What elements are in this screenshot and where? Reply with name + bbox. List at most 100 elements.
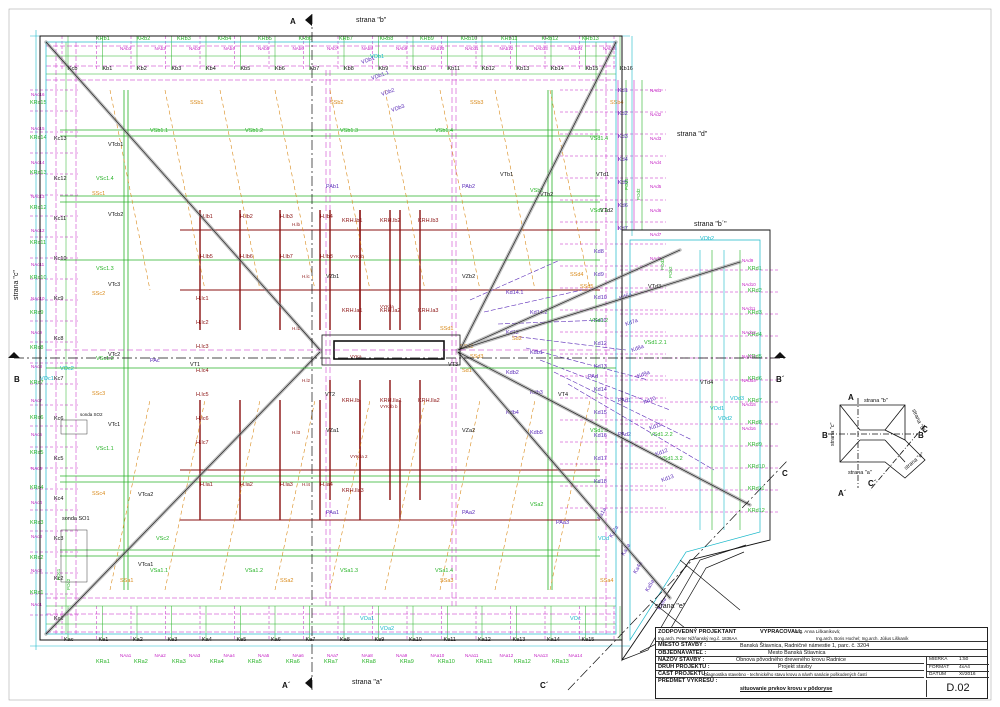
truss-label: VTca2 <box>138 492 153 498</box>
member-line <box>384 89 426 291</box>
rafter-label-right: NAd12 <box>742 330 756 335</box>
rafter-label-right: NAd3 <box>650 136 662 141</box>
member-line <box>164 89 206 291</box>
jack-rafter-label: Kd7a <box>625 318 640 328</box>
rafter-label-left: NAc6 <box>31 432 43 437</box>
plate-label: VOb2 <box>700 236 714 242</box>
rafter-label-right: KRd10 <box>748 464 765 470</box>
rafter-label-bottom: KRa7 <box>324 659 338 665</box>
purlin-label: VSd1.3.2 <box>660 456 683 462</box>
plate-label: VOa1 <box>360 616 374 622</box>
rafter-label-bottom: KRa13 <box>552 659 569 665</box>
section-mark-a: A <box>290 17 296 26</box>
rafter-label-bottom: NAa11 <box>465 653 479 658</box>
truss-label: VTb1 <box>500 172 513 178</box>
purlin-label: VSc1.2 <box>96 356 114 362</box>
rafter-label-left: Kc12 <box>54 176 67 182</box>
tie-label: H.la2 <box>240 482 253 488</box>
tb-prepared-1: Ing. Anna Liškaníková; <box>796 629 841 634</box>
plate-label: VOd <box>598 536 609 542</box>
rafter-label-top: Kb14 <box>551 66 564 72</box>
rafter-label-top: NAb9 <box>396 46 408 51</box>
collar-label: SSa1 <box>120 578 133 584</box>
beam-label: KRH.lb3 <box>418 218 438 224</box>
column-label: VZa1 <box>326 428 339 434</box>
rafter-label-top: KRb13 <box>582 36 599 42</box>
tb-format: FORMÁT 4xA4 <box>926 664 989 671</box>
collar-label: SSa4 <box>600 578 613 584</box>
rafter-label-right: Kd9 <box>594 272 604 278</box>
purlin-label: VSd1.3 <box>590 428 608 434</box>
truss-label: VTb2 <box>540 192 553 198</box>
column-label: VZb2 <box>462 274 475 280</box>
rafter-label-right: Kd15 <box>594 410 607 416</box>
rafter-label-left: NAc5 <box>31 466 43 471</box>
rafter-label-bottom: KRa8 <box>362 659 376 665</box>
tb-part-val: Diagnostika stavebno - technického stavu… <box>704 672 867 677</box>
rafter-label-top: Kb5 <box>241 66 251 72</box>
rafter-label-left: Kc11 <box>54 216 66 222</box>
rafter-label-left: KRc12 <box>30 205 47 211</box>
post-label: VDb2 <box>381 88 396 98</box>
section-lines <box>14 14 789 691</box>
rafter-label-left: Kc3 <box>54 536 63 542</box>
rafter-label-right: Kd1 <box>618 88 628 94</box>
rafter-label-left: NAc12 <box>31 228 45 233</box>
tb-scale-val: 1:50 <box>959 657 969 662</box>
section-mark-a-prime: A´ <box>282 681 291 690</box>
tie-label: H.lb7 <box>280 254 293 260</box>
rafter-label-right: Kd3 <box>618 134 628 140</box>
beam-label: KRH.la3 <box>418 308 438 314</box>
rafter-label-right: NAd9 <box>742 258 754 263</box>
member-line <box>494 399 536 591</box>
tie-label: H.lb5 <box>200 254 213 260</box>
rafter-pair-label: PAb2 <box>462 184 475 190</box>
tb-scale: MIERKA 1:50 <box>926 657 989 664</box>
purlin-label: VSb1.2 <box>245 128 263 134</box>
section-mark-c: C <box>782 469 788 478</box>
rafter-label-top: Kb16 <box>620 66 633 72</box>
jack-rafter-label: Kd12 <box>655 448 669 458</box>
rafter-label-right: Kdb2 <box>506 370 519 376</box>
tb-format-val: 4xA4 <box>959 665 970 670</box>
member-line <box>274 89 316 291</box>
rafter-label-top: KRb5 <box>258 36 272 42</box>
probe-hatch <box>60 419 88 583</box>
rafter-label-left: KRc11 <box>30 240 46 246</box>
rafter-label-top: Kb15 <box>586 66 599 72</box>
tb-responsible-name: Ing.arch. Peter Nižňanský reg.č. 1836AA <box>658 636 738 641</box>
tb-client-val: Mesto Banská Štiavnica <box>768 650 826 656</box>
rafter-label-left: Kc6 <box>54 416 63 422</box>
rafter-label-right: Kd10 <box>594 295 607 301</box>
tie-label: H.l1 <box>292 326 300 331</box>
plate-label: VOd3 <box>730 396 744 402</box>
side-c-label: strana "c" <box>13 270 20 300</box>
rafter-label-right: NAd13 <box>742 354 756 359</box>
rafter-label-left: KRc2 <box>30 555 43 561</box>
rafter-label-right: KRd4 <box>748 332 762 338</box>
rafter-label-left: Kc10 <box>54 256 67 262</box>
key-mark-c-prime: C´ <box>868 479 877 488</box>
plate-label: VOc1 <box>40 376 54 382</box>
rafter-pair-label: PAa3 <box>556 520 569 526</box>
rafter-label-left: NAc10 <box>31 296 45 301</box>
rafter-label-right: KRd1 <box>748 266 762 272</box>
collar-label: SSc3 <box>92 391 105 397</box>
rafter-label-right: Kd14 <box>594 387 607 393</box>
purlin-label: VSb2 <box>530 188 543 194</box>
rafter-label-bottom: NAa10 <box>431 653 445 658</box>
member-line <box>549 399 591 591</box>
tb-row-client: OBJEDNÁVATEĽ : Mesto Banská Štiavnica <box>656 650 987 657</box>
rafter-label-top: NAb5 <box>258 46 270 51</box>
rafter-label-right: KRd12 <box>748 508 765 514</box>
collar-label: SSc2 <box>92 291 105 297</box>
rafter-label-top: Kb3 <box>172 66 182 72</box>
beam-label: KRH.lla1 <box>380 398 402 404</box>
tb-location-cap: MIESTO STAVBY : <box>658 642 707 648</box>
post-label: VDb1.1 <box>371 70 390 82</box>
member-line <box>219 89 261 291</box>
rafter-label-right: Kd2 <box>618 111 628 117</box>
rafter-label-left: NAc3 <box>31 534 43 539</box>
rafter-label-bottom: KRa6 <box>286 659 300 665</box>
